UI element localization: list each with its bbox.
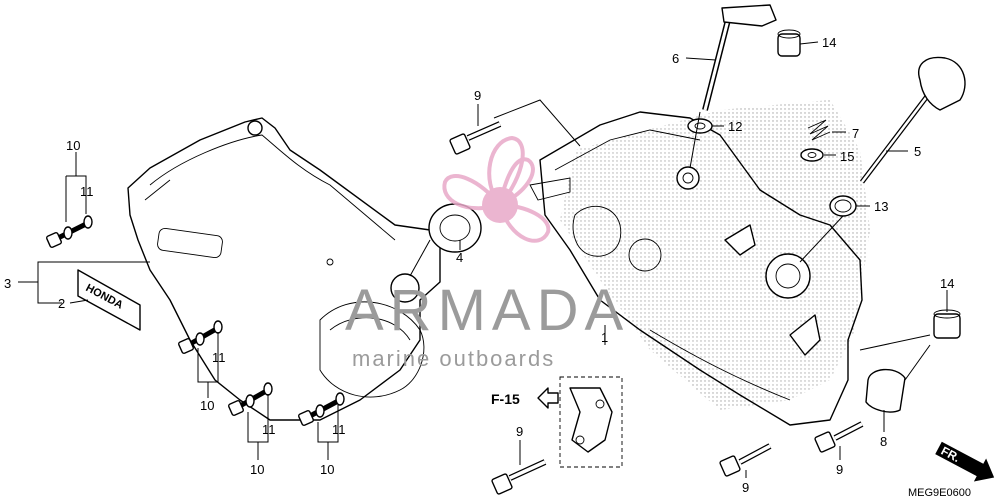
label-part-6: 6 xyxy=(672,51,679,66)
right-crankcase-cover xyxy=(529,100,870,426)
oil-dipstick xyxy=(860,56,966,184)
ref-label: F-15 xyxy=(491,391,520,407)
label-part-9-bottom-mid: 9 xyxy=(742,480,749,495)
collar-right xyxy=(933,309,961,339)
arrow-right-icon xyxy=(935,441,995,482)
bracket xyxy=(559,376,623,468)
label-part-5: 5 xyxy=(914,144,921,159)
watermark-tagline: marine outboards xyxy=(352,346,555,371)
label-part-9-top: 9 xyxy=(474,88,481,103)
front-direction-indicator: FR. xyxy=(935,441,995,482)
label-part-15: 15 xyxy=(840,149,854,164)
bolt-10-d xyxy=(298,392,345,426)
bolt-9-bottom-right xyxy=(814,421,864,453)
watermark: ARMADA marine outboards xyxy=(345,135,629,371)
label-part-3: 3 xyxy=(4,276,11,291)
label-part-11-a: 11 xyxy=(80,184,94,199)
bolt-9-bottom-left xyxy=(491,459,547,495)
label-part-10-d: 10 xyxy=(320,462,334,477)
label-part-10-c: 10 xyxy=(250,462,264,477)
bolt-9-top xyxy=(449,121,502,155)
cable-clamp xyxy=(865,368,906,413)
label-part-11-c: 11 xyxy=(262,422,276,437)
label-part-4: 4 xyxy=(456,250,463,265)
label-part-12: 12 xyxy=(728,119,742,134)
washer-12 xyxy=(687,118,713,134)
label-part-10-a: 10 xyxy=(66,138,80,153)
propeller-logo-icon xyxy=(442,135,551,243)
bolt-9-bottom-mid xyxy=(719,443,772,477)
label-part-7: 7 xyxy=(852,126,859,141)
part-labels: 1 2 3 4 5 6 7 8 9 9 9 9 10 10 10 10 11 1… xyxy=(4,35,954,495)
collar-top xyxy=(777,29,801,57)
f15-reference: F-15 xyxy=(491,387,559,409)
label-part-11-d: 11 xyxy=(332,422,346,437)
bolt-10-c xyxy=(228,382,273,416)
washer-15 xyxy=(800,148,824,162)
label-part-10-b: 10 xyxy=(200,398,214,413)
watermark-brand: ARMADA xyxy=(345,278,629,343)
label-part-9-bottom-left: 9 xyxy=(516,424,523,439)
label-part-14-top: 14 xyxy=(822,35,836,50)
bolt-10-a xyxy=(46,215,93,248)
label-part-8: 8 xyxy=(880,434,887,449)
label-part-14-right: 14 xyxy=(940,276,954,291)
spring xyxy=(807,119,831,141)
oil-seal xyxy=(428,203,482,253)
label-part-2: 2 xyxy=(58,296,65,311)
arrow-left-icon xyxy=(537,387,559,409)
label-part-11-b: 11 xyxy=(212,350,226,365)
left-crankcase-cover xyxy=(127,117,441,421)
shift-arm xyxy=(702,4,777,111)
diagram-code: MEG9E0600 xyxy=(908,487,971,499)
leader-lines xyxy=(18,41,948,478)
label-part-9-bottom-right: 9 xyxy=(836,462,843,477)
label-part-13: 13 xyxy=(874,199,888,214)
label-part-1: 1 xyxy=(601,330,608,345)
o-ring-13 xyxy=(829,195,857,217)
bolt-10-b xyxy=(178,320,223,354)
